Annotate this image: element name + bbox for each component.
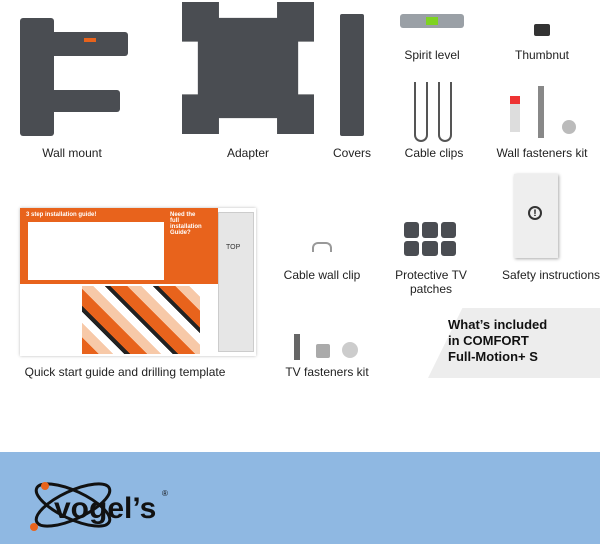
spirit-level-image [400,14,464,28]
thumbnut-label: Thumbnut [514,48,570,62]
covers-image [340,14,364,136]
tv-fasteners-image [290,334,364,360]
cable-wall-clip-image [312,242,332,252]
guide-side-title: Need the full installation Guide? [170,212,202,236]
svg-text:vogel’s: vogel’s [54,492,156,525]
template-top-label: TOP [226,244,241,251]
covers-label: Covers [332,146,372,160]
wall-mount-image [20,18,128,136]
thumbnut-image [534,24,550,36]
safety-instructions-label: Safety instructions [501,268,600,282]
cable-wall-clip-label: Cable wall clip [283,268,361,282]
adapter-label: Adapter [226,146,270,160]
cable-clips-label: Cable clips [404,146,464,160]
spirit-level-label: Spirit level [404,48,460,62]
guide-title: 3 step installation guide! [26,212,97,218]
wall-mount-label: Wall mount [42,146,102,160]
tv-fasteners-label: TV fasteners kit [285,365,369,379]
brand-band: vogel’s ® [0,452,600,544]
vogels-logo: vogel’s ® [30,482,168,531]
adapter-image [182,2,314,134]
wall-fasteners-image [506,86,580,142]
wall-fasteners-label: Wall fasteners kit [496,146,588,160]
quick-start-guide-image: 3 step installation guide! Need the full… [20,208,256,356]
svg-text:®: ® [162,489,168,498]
cable-clips-image [412,82,458,144]
protective-patches-image [404,222,456,256]
safety-instructions-image: ! [514,174,558,258]
quick-start-label: Quick start guide and drilling template [24,365,226,379]
